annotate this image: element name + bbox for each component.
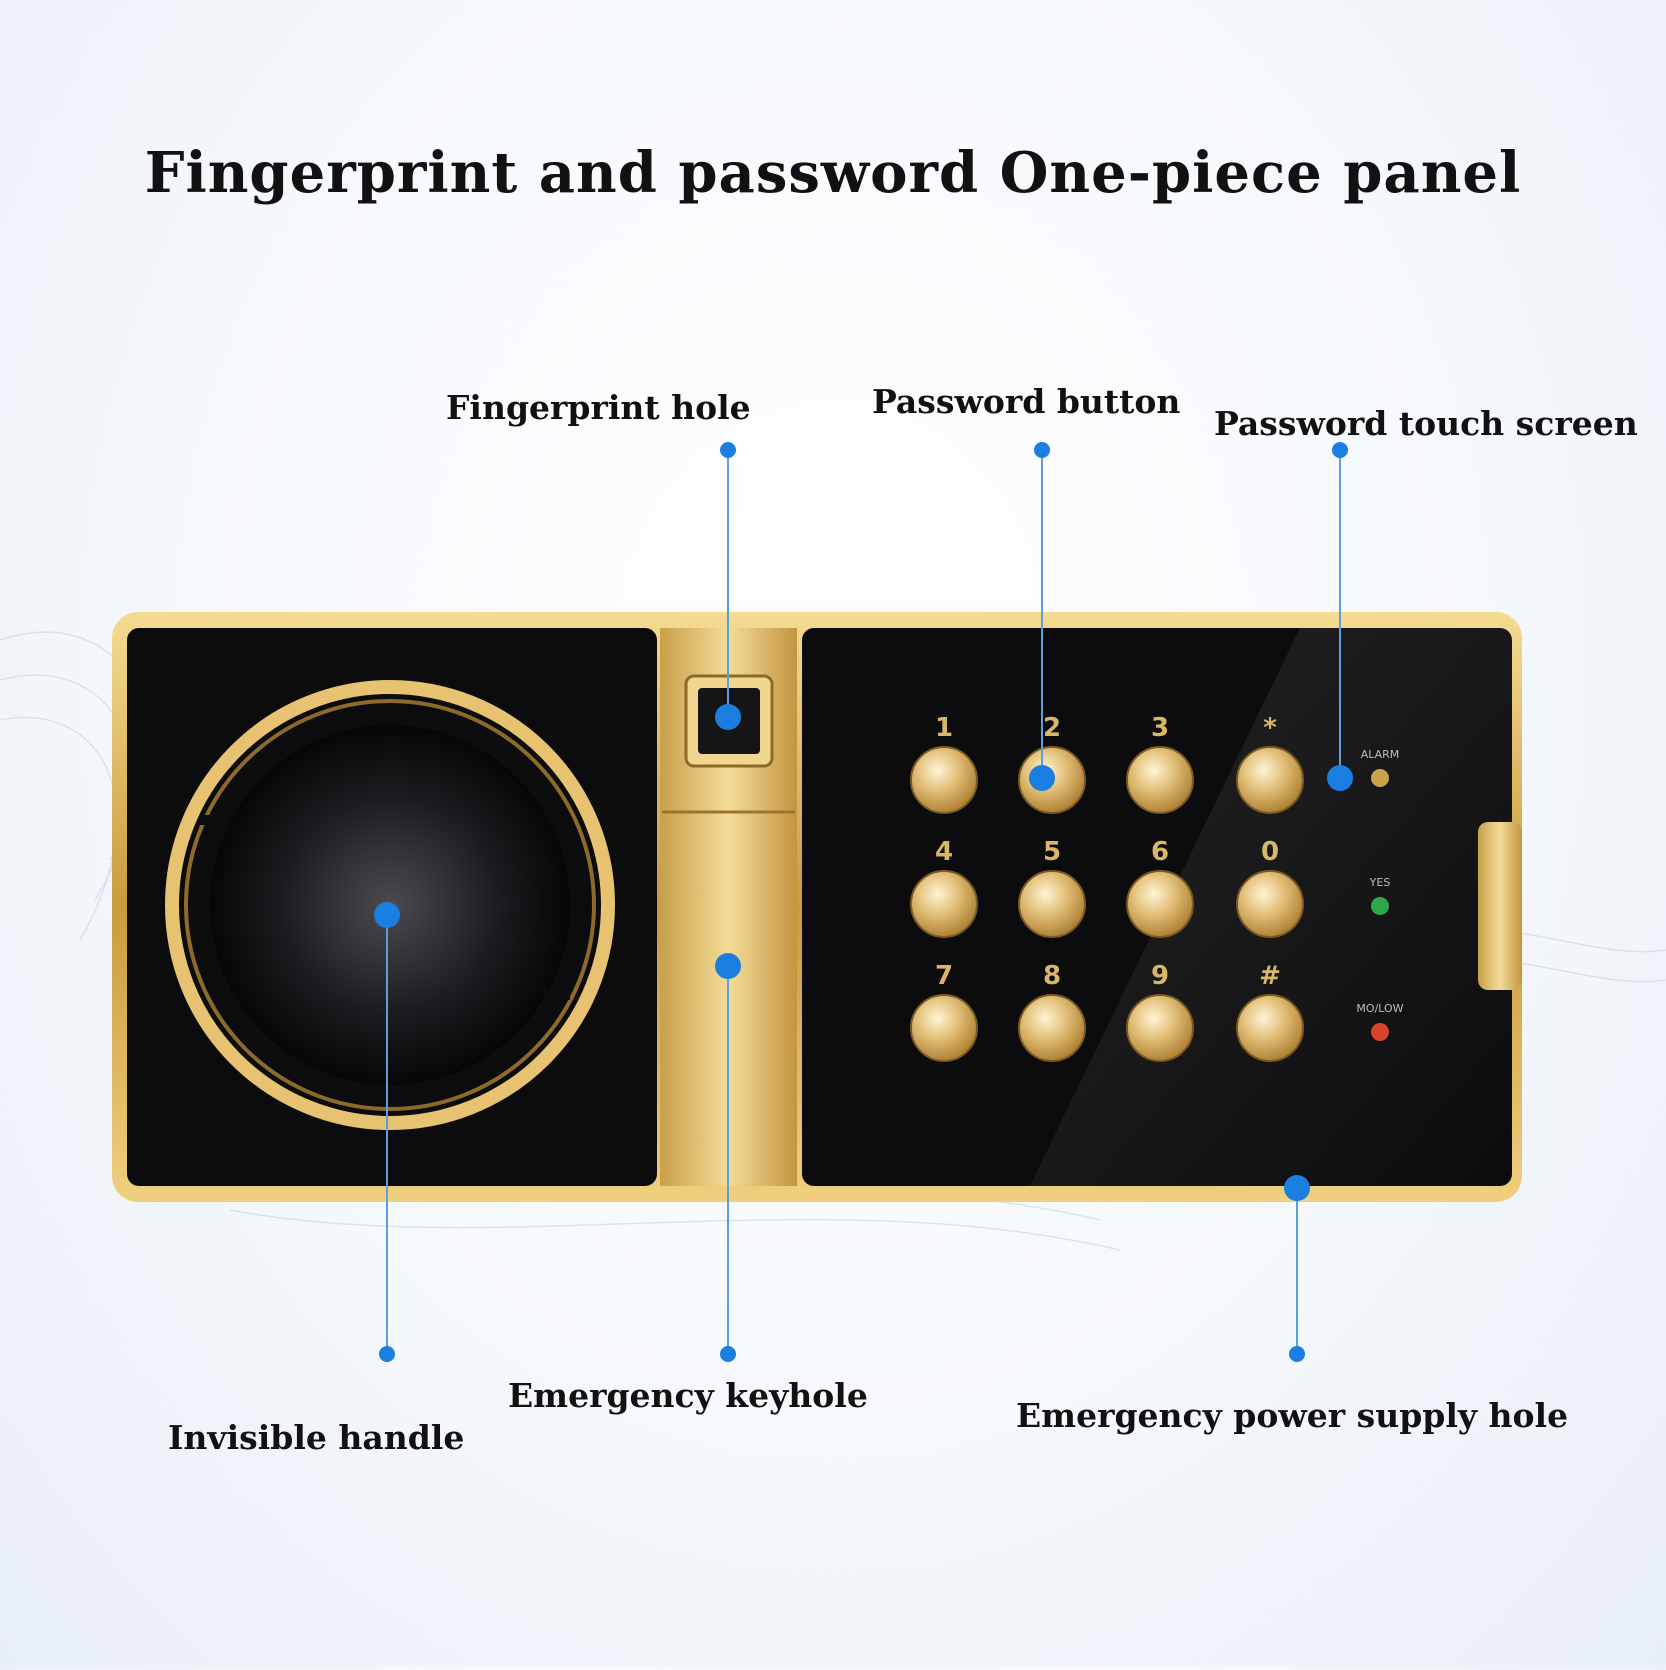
keypad-key-hash[interactable]: # [1236,961,1304,1062]
keypad-key-label: 8 [1043,961,1061,991]
keypad-key-3[interactable]: 3 [1126,713,1194,814]
callout-password-button: Password button [872,382,1181,421]
keypad-key-label: 9 [1151,961,1169,991]
keypad-key-7[interactable]: 7 [910,961,978,1062]
indicator-label: MO/LOW [1356,1002,1403,1015]
keypad-key-label: # [1259,961,1281,991]
keypad-key-label: 6 [1151,837,1169,867]
keypad-key-label: * [1263,713,1277,743]
callout-invisible-handle: Invisible handle [168,1418,465,1457]
callout-fingerprint-hole: Fingerprint hole [446,388,751,427]
indicator-lights: ALARM YES MO/LOW [1356,748,1404,1041]
keypad-key-label: 2 [1043,713,1061,743]
keypad-key-6[interactable]: 6 [1126,837,1194,938]
keypad-key-label: 5 [1043,837,1061,867]
keypad-key-9[interactable]: 9 [1126,961,1194,1062]
keypad-key-label: 7 [935,961,953,991]
indicator-yes: YES [1369,876,1391,915]
callout-password-touch-screen: Password touch screen [1214,404,1638,443]
callout-emergency-power-supply-hole: Emergency power supply hole [1016,1396,1569,1435]
indicator-alarm: ALARM [1361,748,1400,787]
keypad-key-label: 3 [1151,713,1169,743]
keypad-key-star[interactable]: * [1236,713,1304,814]
handle-ring [165,680,615,1130]
keypad-key-8[interactable]: 8 [1018,961,1086,1062]
keypad-key-label: 0 [1261,837,1279,867]
callout-dots [374,442,1353,1362]
indicator-mo-low: MO/LOW [1356,1002,1404,1041]
indicator-led [1371,897,1389,915]
keypad-key-1[interactable]: 1 [910,713,978,814]
page-title: Fingerprint and password One-piece panel [144,140,1522,206]
keypad-key-5[interactable]: 5 [1018,837,1086,938]
callout-lines [386,450,1341,1354]
keypad-key-label: 1 [935,713,953,743]
keypad-key-0[interactable]: 0 [1236,837,1304,938]
side-latch [1478,822,1522,990]
indicator-label: ALARM [1361,748,1400,761]
indicator-label: YES [1369,876,1391,889]
keypad-key-label: 4 [935,837,953,867]
keypad-key-4[interactable]: 4 [910,837,978,938]
indicator-led [1371,769,1389,787]
callout-emergency-keyhole: Emergency keyhole [508,1376,868,1415]
indicator-led [1371,1023,1389,1041]
